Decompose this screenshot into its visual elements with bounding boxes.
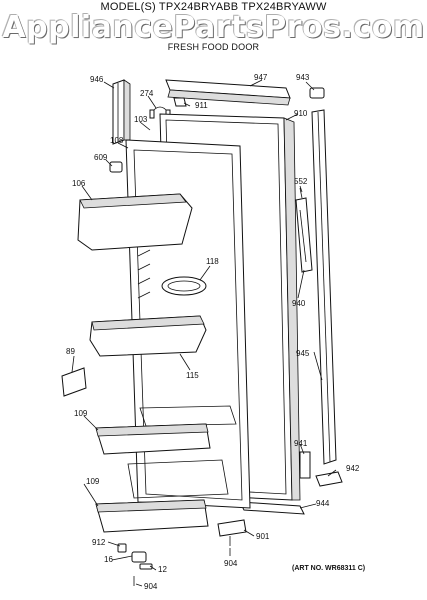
callout-12: 12 <box>158 565 167 574</box>
part-941-bracket <box>299 451 311 479</box>
part-912 <box>117 543 127 553</box>
part-911 <box>173 97 187 107</box>
callout-941: 941 <box>294 439 308 448</box>
callout-552: 552 <box>294 177 308 186</box>
part-109-door-bin-upper <box>95 423 211 455</box>
callout-108: 108 <box>110 136 124 145</box>
callout-946: 946 <box>90 75 104 84</box>
part-942-hinge <box>315 471 343 487</box>
part-552-screw <box>299 187 303 199</box>
callout-904-upper: 904 <box>224 559 238 568</box>
callout-118: 118 <box>206 257 219 266</box>
part-940-bracket <box>295 197 313 273</box>
callout-940: 940 <box>292 299 306 308</box>
part-901-block <box>217 519 247 537</box>
part-947-top-cap <box>165 79 291 106</box>
callout-16: 16 <box>104 555 113 564</box>
part-89-shelf <box>61 367 87 397</box>
part-945-trim <box>311 109 337 465</box>
callout-944: 944 <box>316 499 330 508</box>
part-109-door-bin-lower <box>95 499 209 533</box>
part-118-oval <box>161 276 207 296</box>
callout-945: 945 <box>296 349 310 358</box>
callout-274: 274 <box>140 89 154 98</box>
art-number: (ART NO. WR68311 C) <box>292 565 366 572</box>
callout-942: 942 <box>346 464 360 473</box>
callout-109-lower: 109 <box>86 477 100 486</box>
part-946-hinge-strip <box>112 79 131 145</box>
part-12 <box>139 563 153 570</box>
callout-901: 901 <box>256 532 270 541</box>
callout-943: 943 <box>296 73 310 82</box>
part-16 <box>131 551 147 563</box>
callout-609: 609 <box>94 153 108 162</box>
callout-89: 89 <box>66 347 75 356</box>
watermark-logo: AppliancePartsPros.com <box>2 10 425 45</box>
liner-shelf <box>139 405 237 427</box>
part-115-upper-bin <box>89 315 207 357</box>
leader-lines <box>71 79 337 587</box>
callout-103: 103 <box>134 115 148 124</box>
callout-labels: 946 947 943 274 911 910 103 108 609 106 … <box>66 73 360 591</box>
section-title: FRESH FOOD DOOR <box>167 42 260 52</box>
liner-lower-frame <box>127 459 229 499</box>
callout-109-upper: 109 <box>74 409 88 418</box>
callout-947: 947 <box>254 73 268 82</box>
callout-904-lower: 904 <box>144 582 158 591</box>
callout-910: 910 <box>294 109 308 118</box>
model-title: MODEL(S) TPX24BRYABB TPX24BRYAWW <box>100 1 327 13</box>
callout-912: 912 <box>92 538 106 547</box>
liner-ribs <box>137 249 151 299</box>
callout-106: 106 <box>72 179 86 188</box>
part-943-clip <box>309 87 325 99</box>
part-609-bumper <box>109 161 123 173</box>
callout-911: 911 <box>195 101 208 110</box>
part-106-dairy-door <box>77 193 193 251</box>
callout-115: 115 <box>186 371 199 380</box>
